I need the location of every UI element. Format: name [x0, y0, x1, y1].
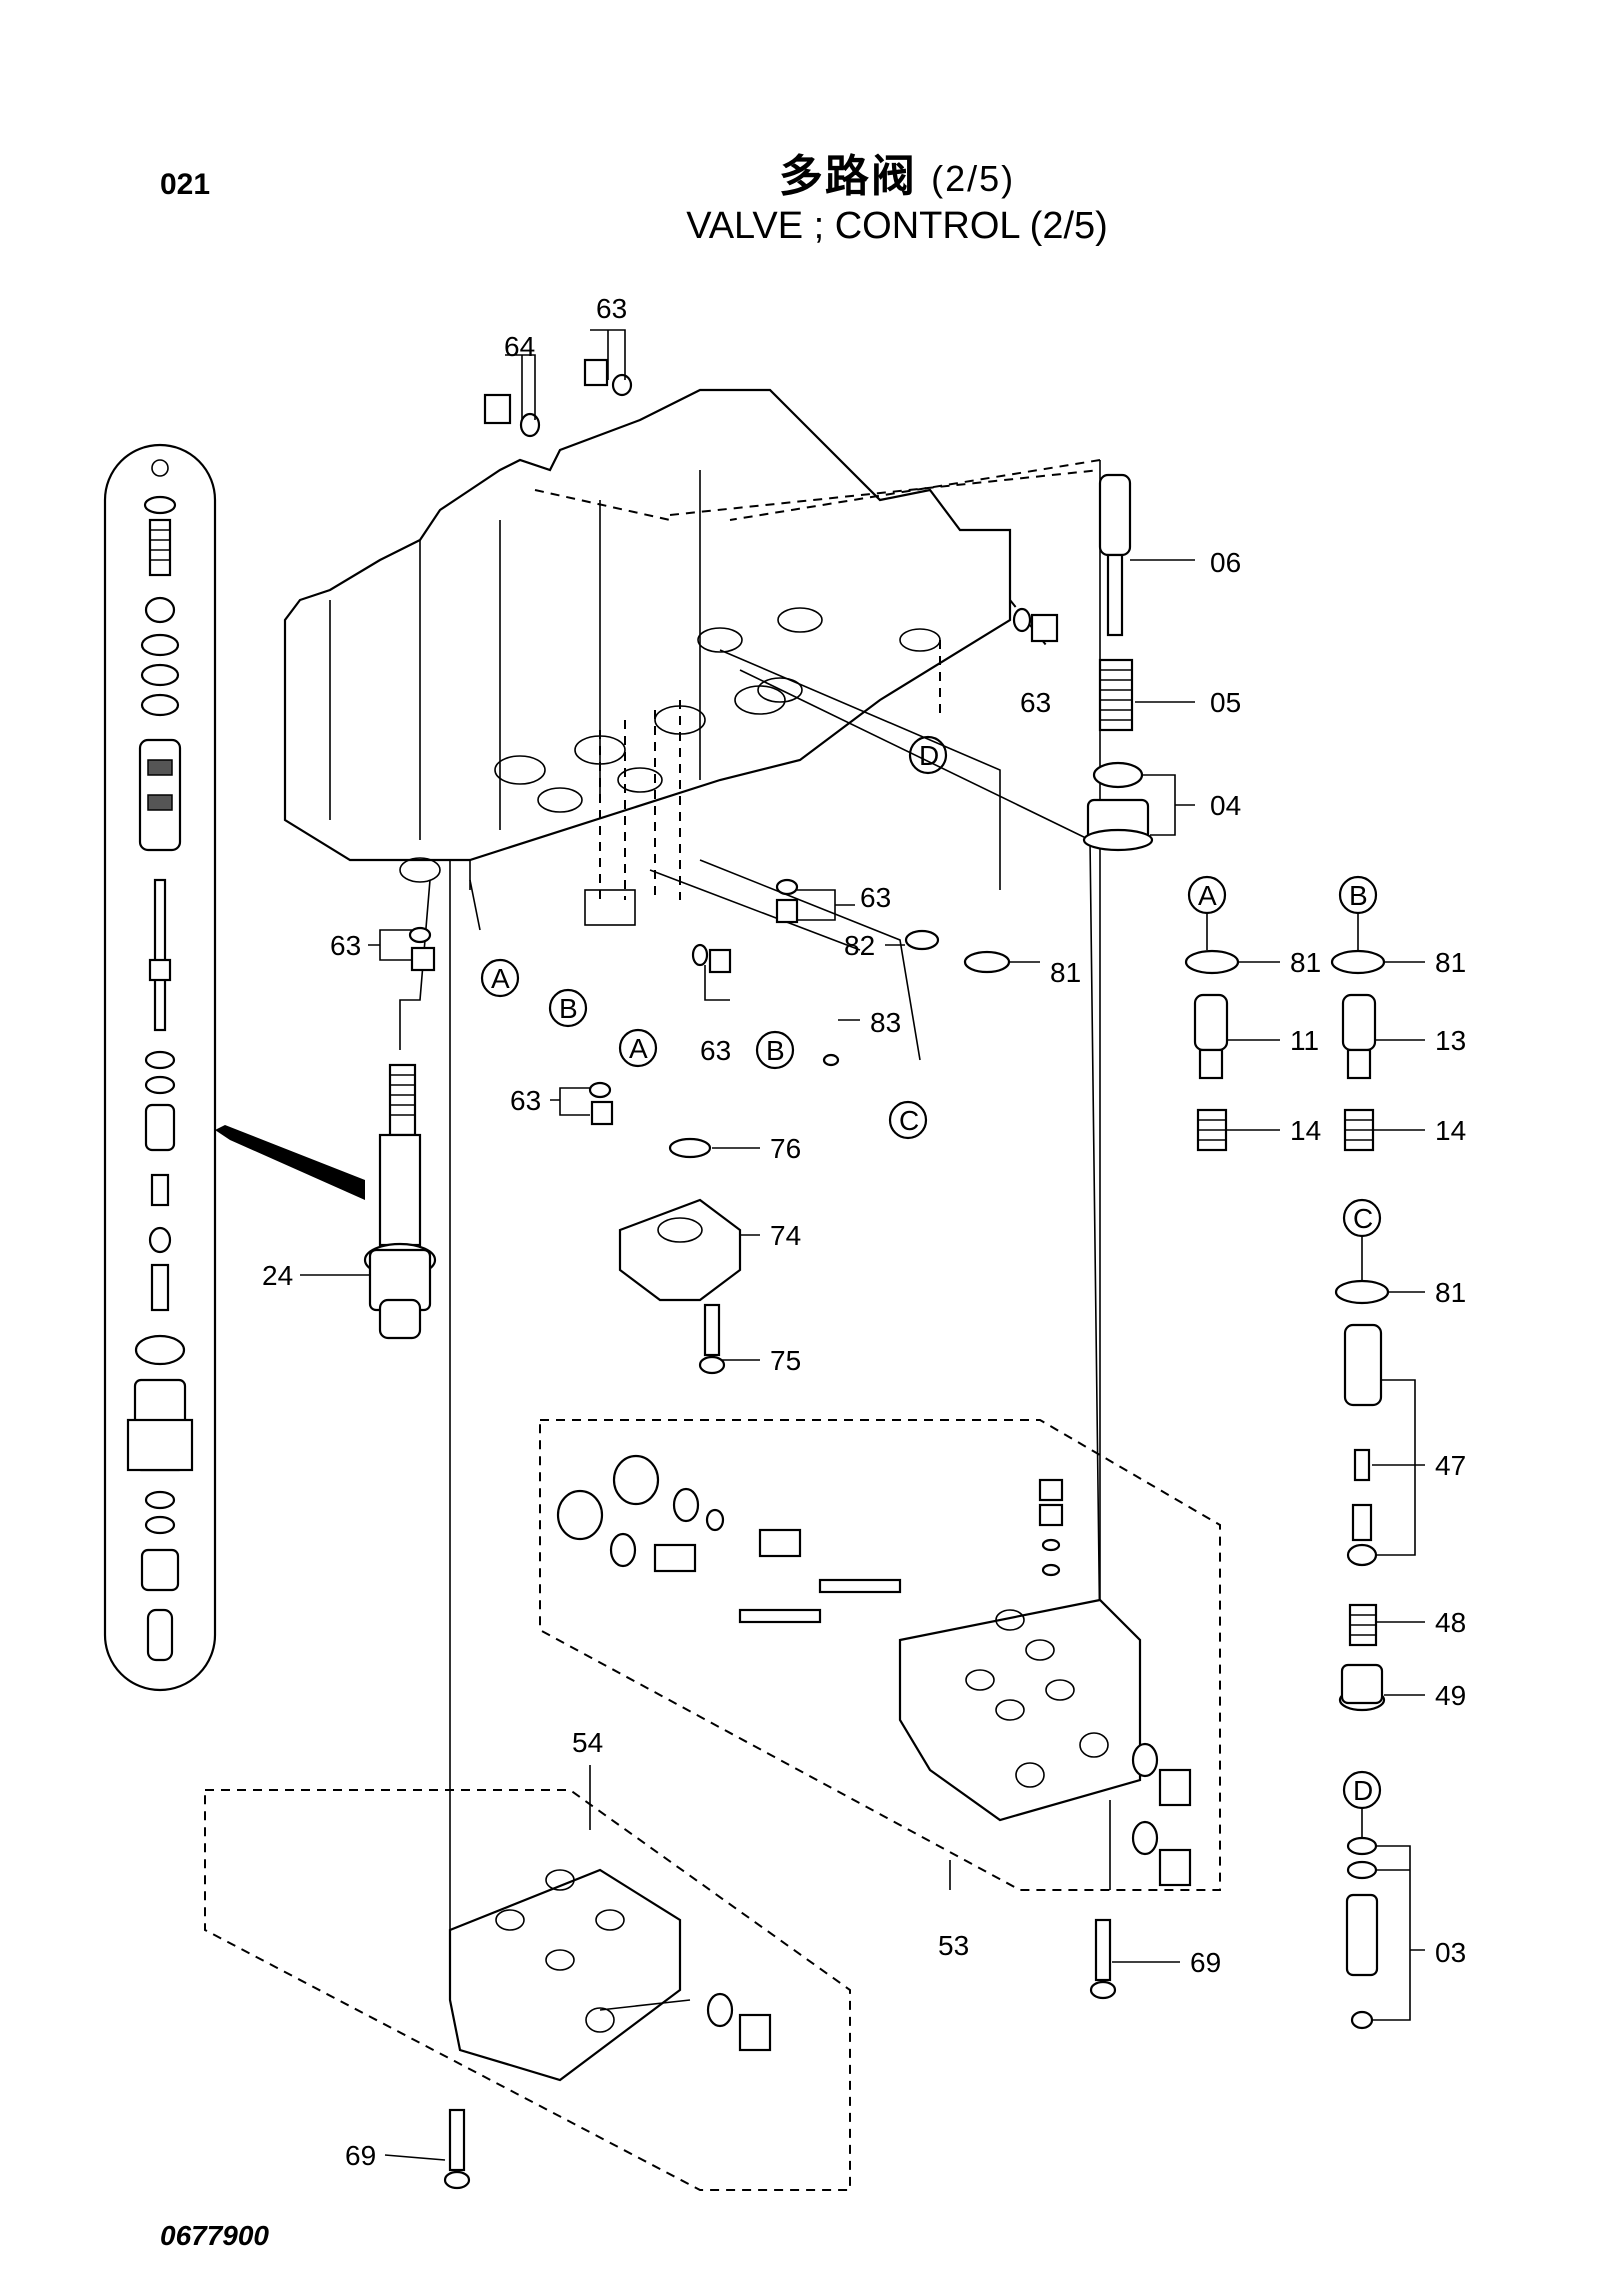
spool-inset-parts — [126, 459, 194, 1662]
port-A-marker-2: A — [618, 1028, 658, 1068]
svg-text:C: C — [899, 1105, 919, 1136]
callout-48: 48 — [1435, 1607, 1466, 1638]
svg-text:D: D — [1353, 1775, 1373, 1806]
callout-24: 24 — [262, 1260, 293, 1291]
callout-63-right: 63 — [1020, 687, 1051, 718]
assembly-53 — [539, 1419, 1221, 1891]
callout-47: 47 — [1435, 1450, 1466, 1481]
svg-text:A: A — [629, 1033, 648, 1064]
title-chinese-suffix: (2/5) — [931, 158, 1016, 199]
main-valve-body — [283, 388, 1012, 926]
callout-05: 05 — [1210, 687, 1241, 718]
svg-text:D: D — [919, 740, 939, 771]
svg-text:B: B — [1349, 880, 1368, 911]
callout-81-a: 81 — [1290, 947, 1321, 978]
callout-63-center: 63 — [700, 1035, 731, 1066]
callout-81-b: 81 — [1435, 947, 1466, 978]
bolts-69 — [443, 1918, 1117, 2190]
callout-11: 11 — [1290, 1025, 1319, 1056]
svg-text:A: A — [491, 963, 510, 994]
part-74-flange — [618, 1198, 742, 1375]
port-A-marker-key: A — [1187, 875, 1227, 915]
callout-81-c: 81 — [1435, 1277, 1466, 1308]
callout-06: 06 — [1210, 547, 1241, 578]
right-column-parts — [1184, 949, 1390, 2030]
callout-69-right: 69 — [1190, 1947, 1221, 1978]
callout-13: 13 — [1435, 1025, 1466, 1056]
callout-14-a: 14 — [1290, 1115, 1321, 1146]
under-body-seals — [408, 878, 1011, 1159]
callout-54: 54 — [572, 1727, 603, 1758]
port-A-marker-1: A — [480, 958, 520, 998]
title-chinese-text: 多路阀 — [778, 152, 917, 201]
page-number: 021 — [160, 168, 211, 201]
part-24-spool — [363, 1063, 437, 1340]
callout-83: 83 — [870, 1007, 901, 1038]
callout-labels: 63 64 06 05 04 63 63 82 81 83 63 63 63 8… — [262, 293, 1466, 2171]
callout-81-mid: 81 — [1050, 957, 1081, 988]
svg-text:B: B — [559, 993, 578, 1024]
callout-76: 76 — [770, 1133, 801, 1164]
callout-75: 75 — [770, 1345, 801, 1376]
title-chinese: 多路阀 (2/5) — [0, 140, 1624, 204]
callout-49: 49 — [1435, 1680, 1466, 1711]
port-B-marker-2: B — [755, 1030, 795, 1070]
top-plugs — [483, 329, 633, 438]
callout-82: 82 — [844, 930, 875, 961]
port-D-marker-1: D — [908, 735, 948, 775]
callout-03: 03 — [1435, 1937, 1466, 1968]
port-C-marker-1: C — [888, 1100, 928, 1140]
callout-69-left: 69 — [345, 2140, 376, 2171]
port-reference-markers: A B A B C D A B C D — [480, 735, 1382, 1838]
port-C-marker-key: C — [1342, 1198, 1382, 1238]
callout-04: 04 — [1210, 790, 1241, 821]
side-plug-right — [1012, 607, 1059, 643]
callout-64: 64 — [504, 331, 535, 362]
callout-74: 74 — [770, 1220, 801, 1251]
port-D-marker-key: D — [1342, 1770, 1382, 1810]
relief-valve-stack — [1082, 473, 1154, 852]
assembly-54 — [204, 1789, 851, 2191]
drawing-number: 0677900 — [160, 2220, 270, 2251]
svg-text:A: A — [1198, 880, 1217, 911]
callout-14-b: 14 — [1435, 1115, 1466, 1146]
spool-inset-frame — [103, 443, 365, 1692]
svg-text:C: C — [1353, 1203, 1373, 1234]
port-B-marker-key: B — [1338, 875, 1378, 915]
title-english: VALVE ; CONTROL (2/5) — [686, 205, 1108, 247]
svg-text:B: B — [766, 1035, 785, 1066]
callout-63-mid: 63 — [860, 882, 891, 913]
callout-63-lower: 63 — [510, 1085, 541, 1116]
callout-53: 53 — [938, 1930, 969, 1961]
port-B-marker-1: B — [548, 988, 588, 1028]
callout-63-top: 63 — [596, 293, 627, 324]
callout-63-left: 63 — [330, 930, 361, 961]
